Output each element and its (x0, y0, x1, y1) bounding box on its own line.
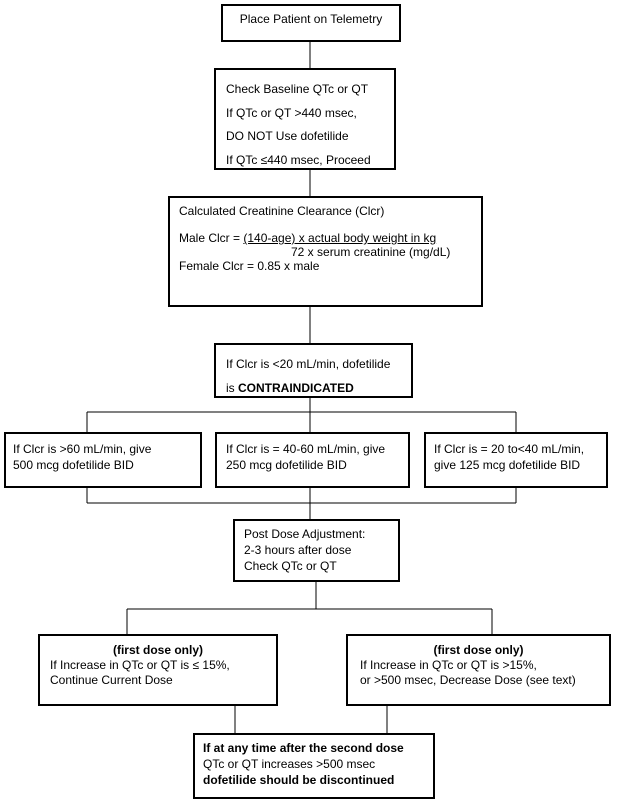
telemetry-box: Place Patient on Telemetry (221, 4, 401, 42)
post-dose-box: Post Dose Adjustment: 2-3 hours after do… (233, 519, 400, 582)
baseline-line-1: Check Baseline QTc or QT (226, 82, 369, 96)
male-clcr-numerator: (140-age) x actual body weight in kg (243, 231, 437, 245)
discontinue-line-2: QTc or QT increases >500 msec (203, 757, 376, 771)
male-clcr-denominator: 72 x serum creatinine (mg/dL) (291, 245, 451, 259)
continue-line-1: If Increase in QTc or QT is ≤ 15%, (50, 658, 230, 672)
dose-125-line-2: give 125 mcg dofetilide BID (434, 458, 581, 472)
dose-500-line-1: If Clcr is >60 mL/min, give (13, 442, 152, 456)
dose-125-line-1: If Clcr is = 20 to<40 mL/min, (434, 442, 585, 456)
continue-line-2: Continue Current Dose (50, 673, 173, 687)
contraindicated-line-1: If Clcr is <20 mL/min, dofetilide (226, 357, 391, 371)
contraindicated-bold: CONTRAINDICATED (238, 381, 354, 395)
baseline-qtc-box: Check Baseline QTc or QT If QTc or QT >4… (214, 68, 396, 170)
discontinue-line-3: dofetilide should be discontinued (203, 773, 395, 787)
contraindicated-prefix: is (226, 381, 238, 395)
contraindicated-line-2: is CONTRAINDICATED (226, 376, 411, 400)
decrease-line-2: or >500 msec, Decrease Dose (see text) (360, 673, 576, 687)
post-dose-line-1: Post Dose Adjustment: (244, 527, 366, 541)
clcr-title: Calculated Creatinine Clearance (Clcr) (179, 204, 385, 218)
decrease-dose-box: (first dose only) If Increase in QTc or … (346, 634, 611, 706)
dose-250-line-2: 250 mcg dofetilide BID (226, 458, 347, 472)
continue-first-dose-heading: (first dose only) (112, 643, 203, 657)
dose-125-box: If Clcr is = 20 to<40 mL/min, give 125 m… (424, 432, 608, 488)
male-clcr-prefix: Male Clcr = (179, 231, 244, 245)
decrease-first-dose-heading: (first dose only) (433, 643, 524, 657)
decrease-line-1: If Increase in QTc or QT is >15%, (360, 658, 537, 672)
creatinine-clearance-box: Calculated Creatinine Clearance (Clcr) M… (168, 196, 483, 307)
baseline-line-2: If QTc or QT >440 msec, (226, 105, 357, 120)
dose-250-line-1: If Clcr is = 40-60 mL/min, give (226, 442, 386, 456)
continue-dose-box: (first dose only) If Increase in QTc or … (38, 634, 278, 706)
telemetry-text: Place Patient on Telemetry (239, 12, 383, 26)
female-clcr-formula: Female Clcr = 0.85 x male (179, 259, 320, 273)
dose-500-box: If Clcr is >60 mL/min, give 500 mcg dofe… (4, 432, 202, 488)
dose-500-line-2: 500 mcg dofetilide BID (13, 458, 134, 472)
baseline-line-3: DO NOT Use dofetilide (226, 129, 349, 143)
post-dose-line-3: Check QTc or QT (244, 559, 337, 573)
dose-250-box: If Clcr is = 40-60 mL/min, give 250 mcg … (215, 432, 410, 488)
contraindicated-box: If Clcr is <20 mL/min, dofetilide is CON… (214, 343, 413, 398)
baseline-line-4: If QTc ≤440 msec, Proceed (226, 152, 371, 167)
discontinue-line-1: If at any time after the second dose (203, 741, 404, 755)
post-dose-line-2: 2-3 hours after dose (244, 543, 352, 557)
male-clcr-formula: Male Clcr = (140-age) x actual body weig… (179, 231, 481, 245)
discontinue-box: If at any time after the second dose QTc… (193, 733, 435, 799)
